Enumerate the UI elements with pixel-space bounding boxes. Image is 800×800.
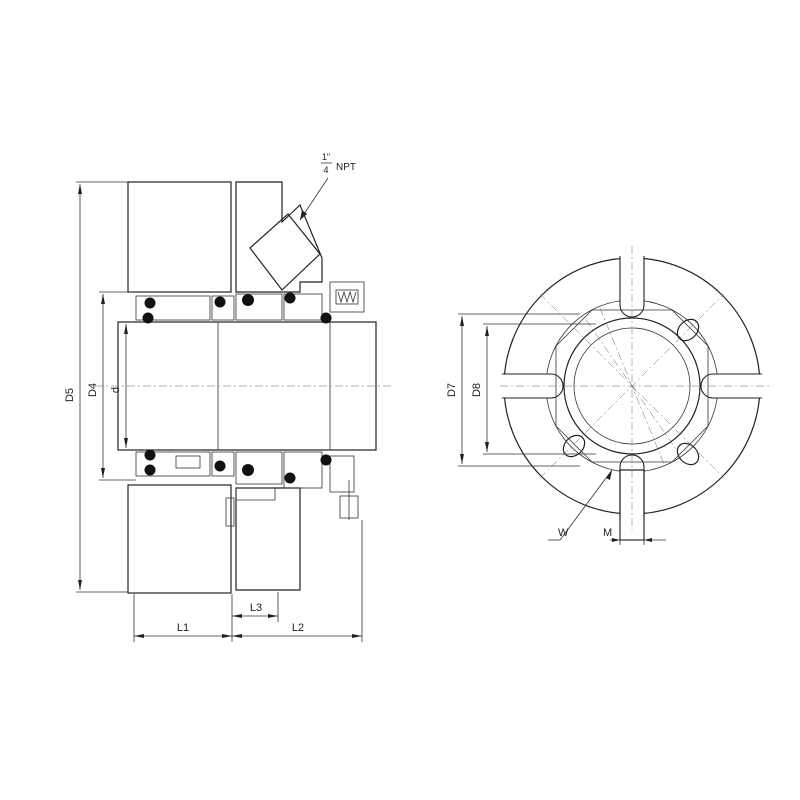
seal-ring-upper-1 xyxy=(135,295,211,321)
front-ctr-r2 xyxy=(599,307,665,465)
d8-arrow-bot xyxy=(485,442,489,452)
o-ring-7 xyxy=(144,449,156,461)
d4-label: D4 xyxy=(87,383,99,397)
o-ring-5 xyxy=(284,292,296,304)
o-ring-4 xyxy=(242,294,254,306)
o-ring-10 xyxy=(242,464,254,476)
o-ring-6 xyxy=(320,312,332,324)
l2-arrow-r xyxy=(352,634,362,638)
gland-lower-lip xyxy=(235,487,276,501)
l3-arrow-l xyxy=(232,614,242,618)
d5-arrow-top xyxy=(78,184,82,194)
npt-fraction-num: 1" xyxy=(322,152,330,162)
spring-coils-upper xyxy=(337,290,357,304)
d-arrow-bot xyxy=(124,438,128,448)
l1-label: L1 xyxy=(177,622,189,634)
seal-ring-lower-3 xyxy=(211,451,235,477)
o-ring-2 xyxy=(142,312,154,324)
seal-ring-lower-2 xyxy=(175,455,201,469)
d-label: d xyxy=(110,387,122,393)
npt-label: NPT xyxy=(336,162,356,173)
d7-arrow-bot xyxy=(460,454,464,464)
npt-fraction-den: 4 xyxy=(323,165,328,175)
l1-arrow-r xyxy=(222,634,232,638)
o-ring-12 xyxy=(320,454,332,466)
m-arrow-l xyxy=(612,538,620,542)
npt-port-boss xyxy=(249,213,321,291)
seal-ring-upper-2 xyxy=(211,295,235,321)
d4-arrow-top xyxy=(101,294,105,304)
section-view: D5 D4 d L1 L2 L3 1" 4 NPT xyxy=(64,152,392,642)
housing-upper xyxy=(127,181,232,293)
front-view: D7 D8 W M xyxy=(446,246,770,545)
gland-slot xyxy=(225,497,235,527)
o-ring-1 xyxy=(144,297,156,309)
d8-arrow-top xyxy=(485,326,489,336)
bolt-hole-3 xyxy=(562,434,586,458)
seal-ring-lower-4 xyxy=(235,451,283,485)
o-ring-9 xyxy=(214,460,226,472)
drive-polygon xyxy=(555,309,709,463)
gland-lower xyxy=(235,487,301,591)
d5-arrow-bot xyxy=(78,580,82,590)
housing-lower xyxy=(127,484,232,594)
spring-upper xyxy=(335,289,359,305)
gland-upper xyxy=(235,181,323,293)
o-ring-3 xyxy=(214,296,226,308)
m-label: M xyxy=(603,527,612,539)
l1-arrow-l xyxy=(134,634,144,638)
seal-ring-lower-5 xyxy=(283,451,323,489)
seal-ring-lower-1 xyxy=(135,451,211,477)
d8-label: D8 xyxy=(471,383,483,397)
spring-housing-lower xyxy=(329,455,355,493)
l3-arrow-r xyxy=(268,614,278,618)
d-arrow-top xyxy=(124,324,128,334)
w-arrow xyxy=(606,470,612,480)
seal-ring-upper-4 xyxy=(283,293,323,321)
d4-arrow-bot xyxy=(101,468,105,478)
d7-label: D7 xyxy=(446,383,458,397)
bolt-hole-2 xyxy=(676,442,700,466)
o-ring-11 xyxy=(284,472,296,484)
d5-label: D5 xyxy=(64,388,76,402)
w-label: W xyxy=(558,527,569,539)
l3-label: L3 xyxy=(250,602,262,614)
spring-housing-upper xyxy=(329,281,365,313)
m-arrow-r xyxy=(644,538,652,542)
l2-arrow-l xyxy=(232,634,242,638)
w-leader xyxy=(559,469,613,541)
npt-arrow xyxy=(300,210,307,220)
o-ring-8 xyxy=(144,464,156,476)
d7-arrow-top xyxy=(460,316,464,326)
l2-label: L2 xyxy=(292,622,304,634)
seal-ring-upper-3 xyxy=(235,293,283,321)
